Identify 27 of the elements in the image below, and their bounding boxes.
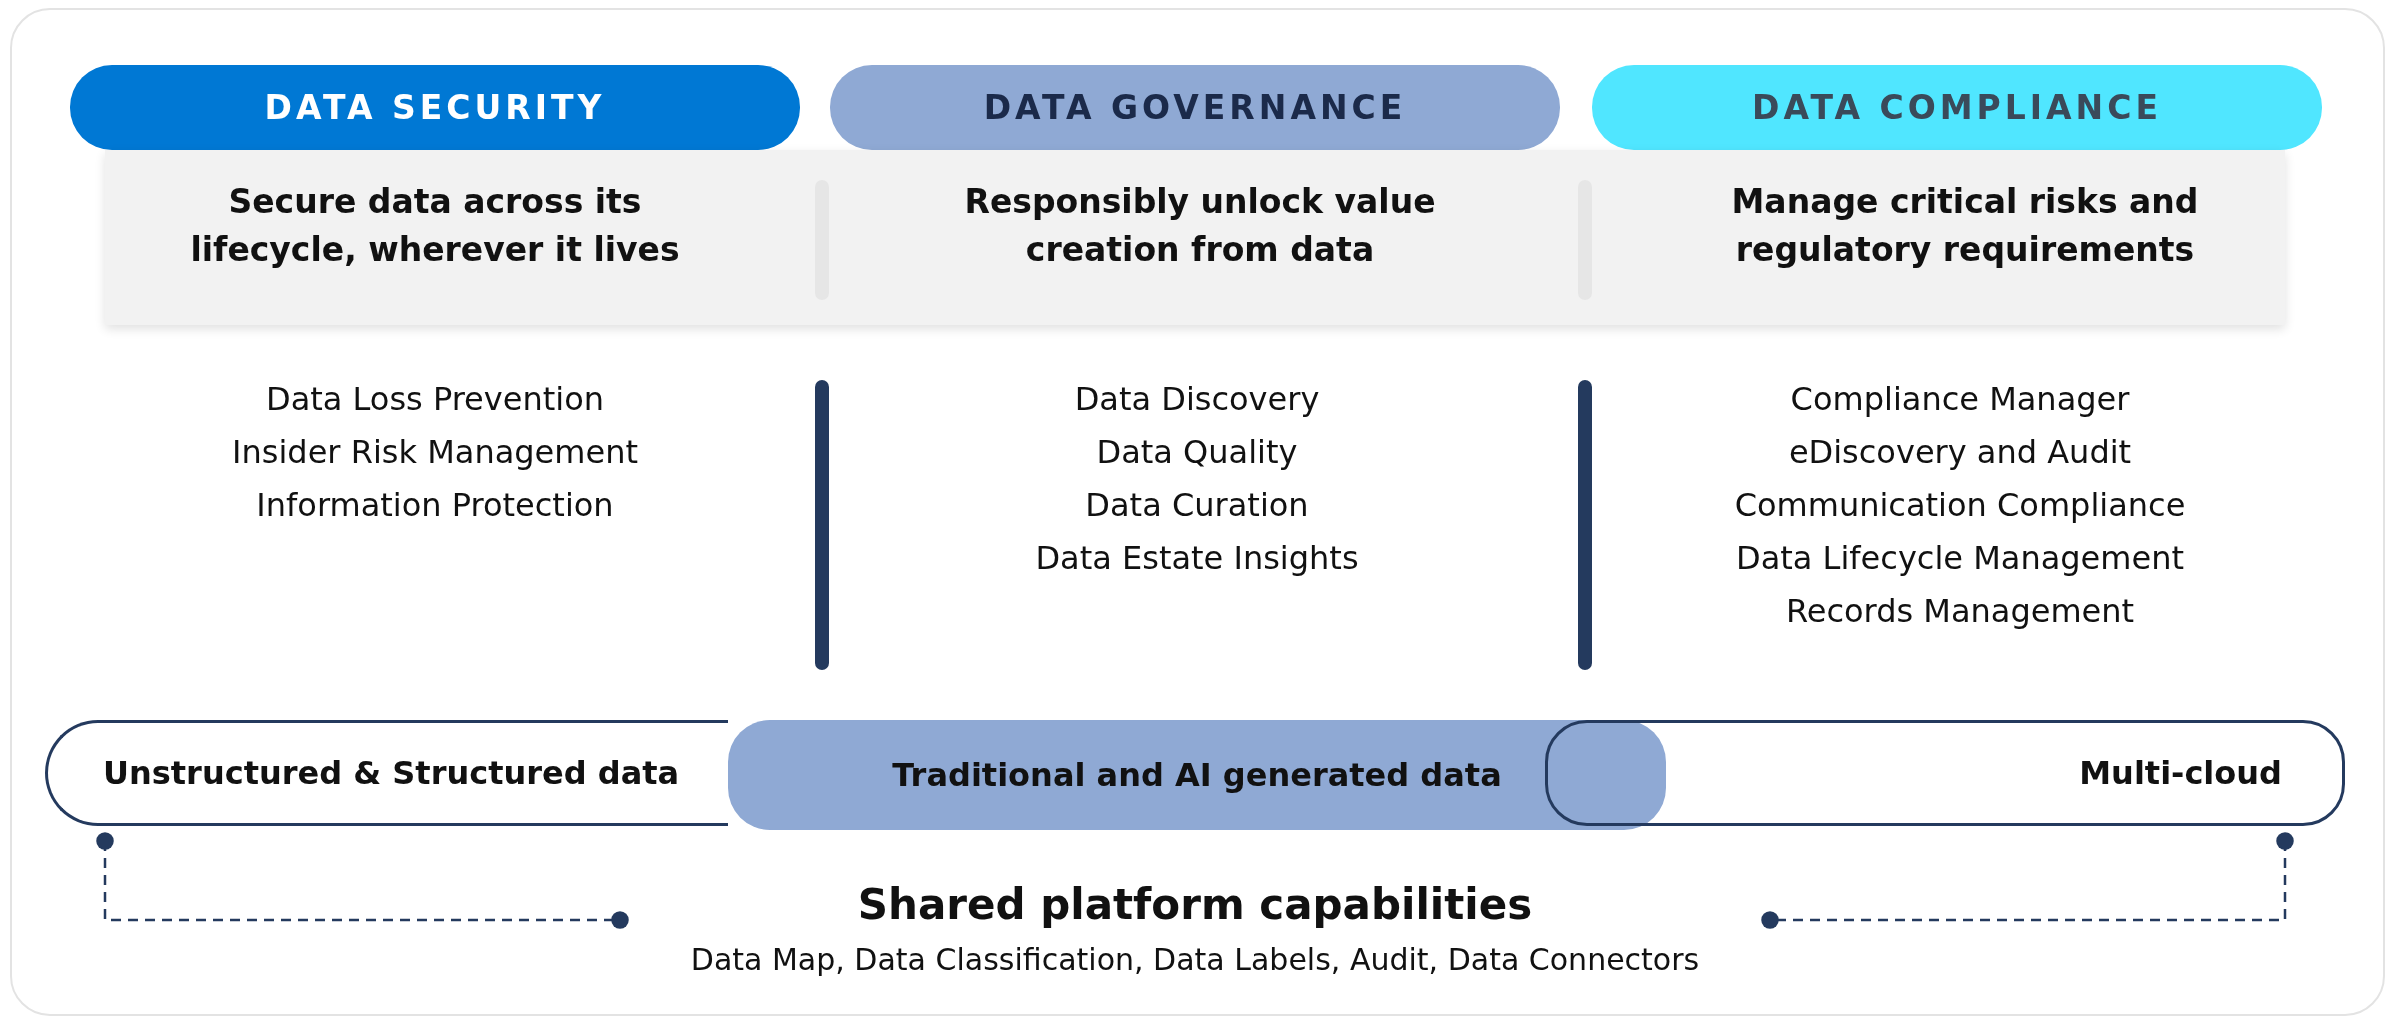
list-item: Records Management — [1784, 592, 2136, 630]
description-text: Responsibly unlock value creation from data — [963, 181, 1437, 271]
list-item: Insider Risk Management — [231, 433, 639, 471]
list-item: Data Lifecycle Management — [1735, 539, 2185, 577]
list-item: Information Protection — [255, 486, 615, 524]
description-text: Manage critical risks and regulatory requirements — [1730, 181, 2200, 271]
divider-bar — [815, 380, 829, 670]
list-item: Data Estate Insights — [1034, 539, 1360, 577]
list-item: Data Quality — [1095, 433, 1299, 471]
data-type-pill: Traditional and AI generated data — [728, 720, 1666, 830]
connector — [96, 832, 629, 929]
connector — [1761, 832, 2294, 929]
list-item: Compliance Manager — [1789, 380, 2131, 418]
caption-text: Data Map, Data Classification, Data Labels, Audit, Data Connectors — [689, 942, 1701, 977]
list-item: Data Curation — [1084, 486, 1310, 524]
section-header: DATA SECURITY — [70, 65, 800, 150]
description-text: Secure data across its lifecycle, wherever it lives — [189, 181, 681, 271]
section-header: DATA GOVERNANCE — [830, 65, 1560, 150]
heading-text: Shared platform capabilities — [856, 880, 1534, 929]
list-item: eDiscovery and Audit — [1787, 433, 2133, 471]
section-header: DATA COMPLIANCE — [1592, 65, 2322, 150]
list-item: Data Discovery — [1073, 380, 1321, 418]
data-type-pill: Unstructured & Structured data — [45, 720, 728, 826]
data-type-pill: Multi-cloud — [1545, 720, 2345, 826]
list-item: Communication Compliance — [1733, 486, 2187, 524]
list-item: Data Loss Prevention — [265, 380, 605, 418]
divider-bar — [1578, 380, 1592, 670]
